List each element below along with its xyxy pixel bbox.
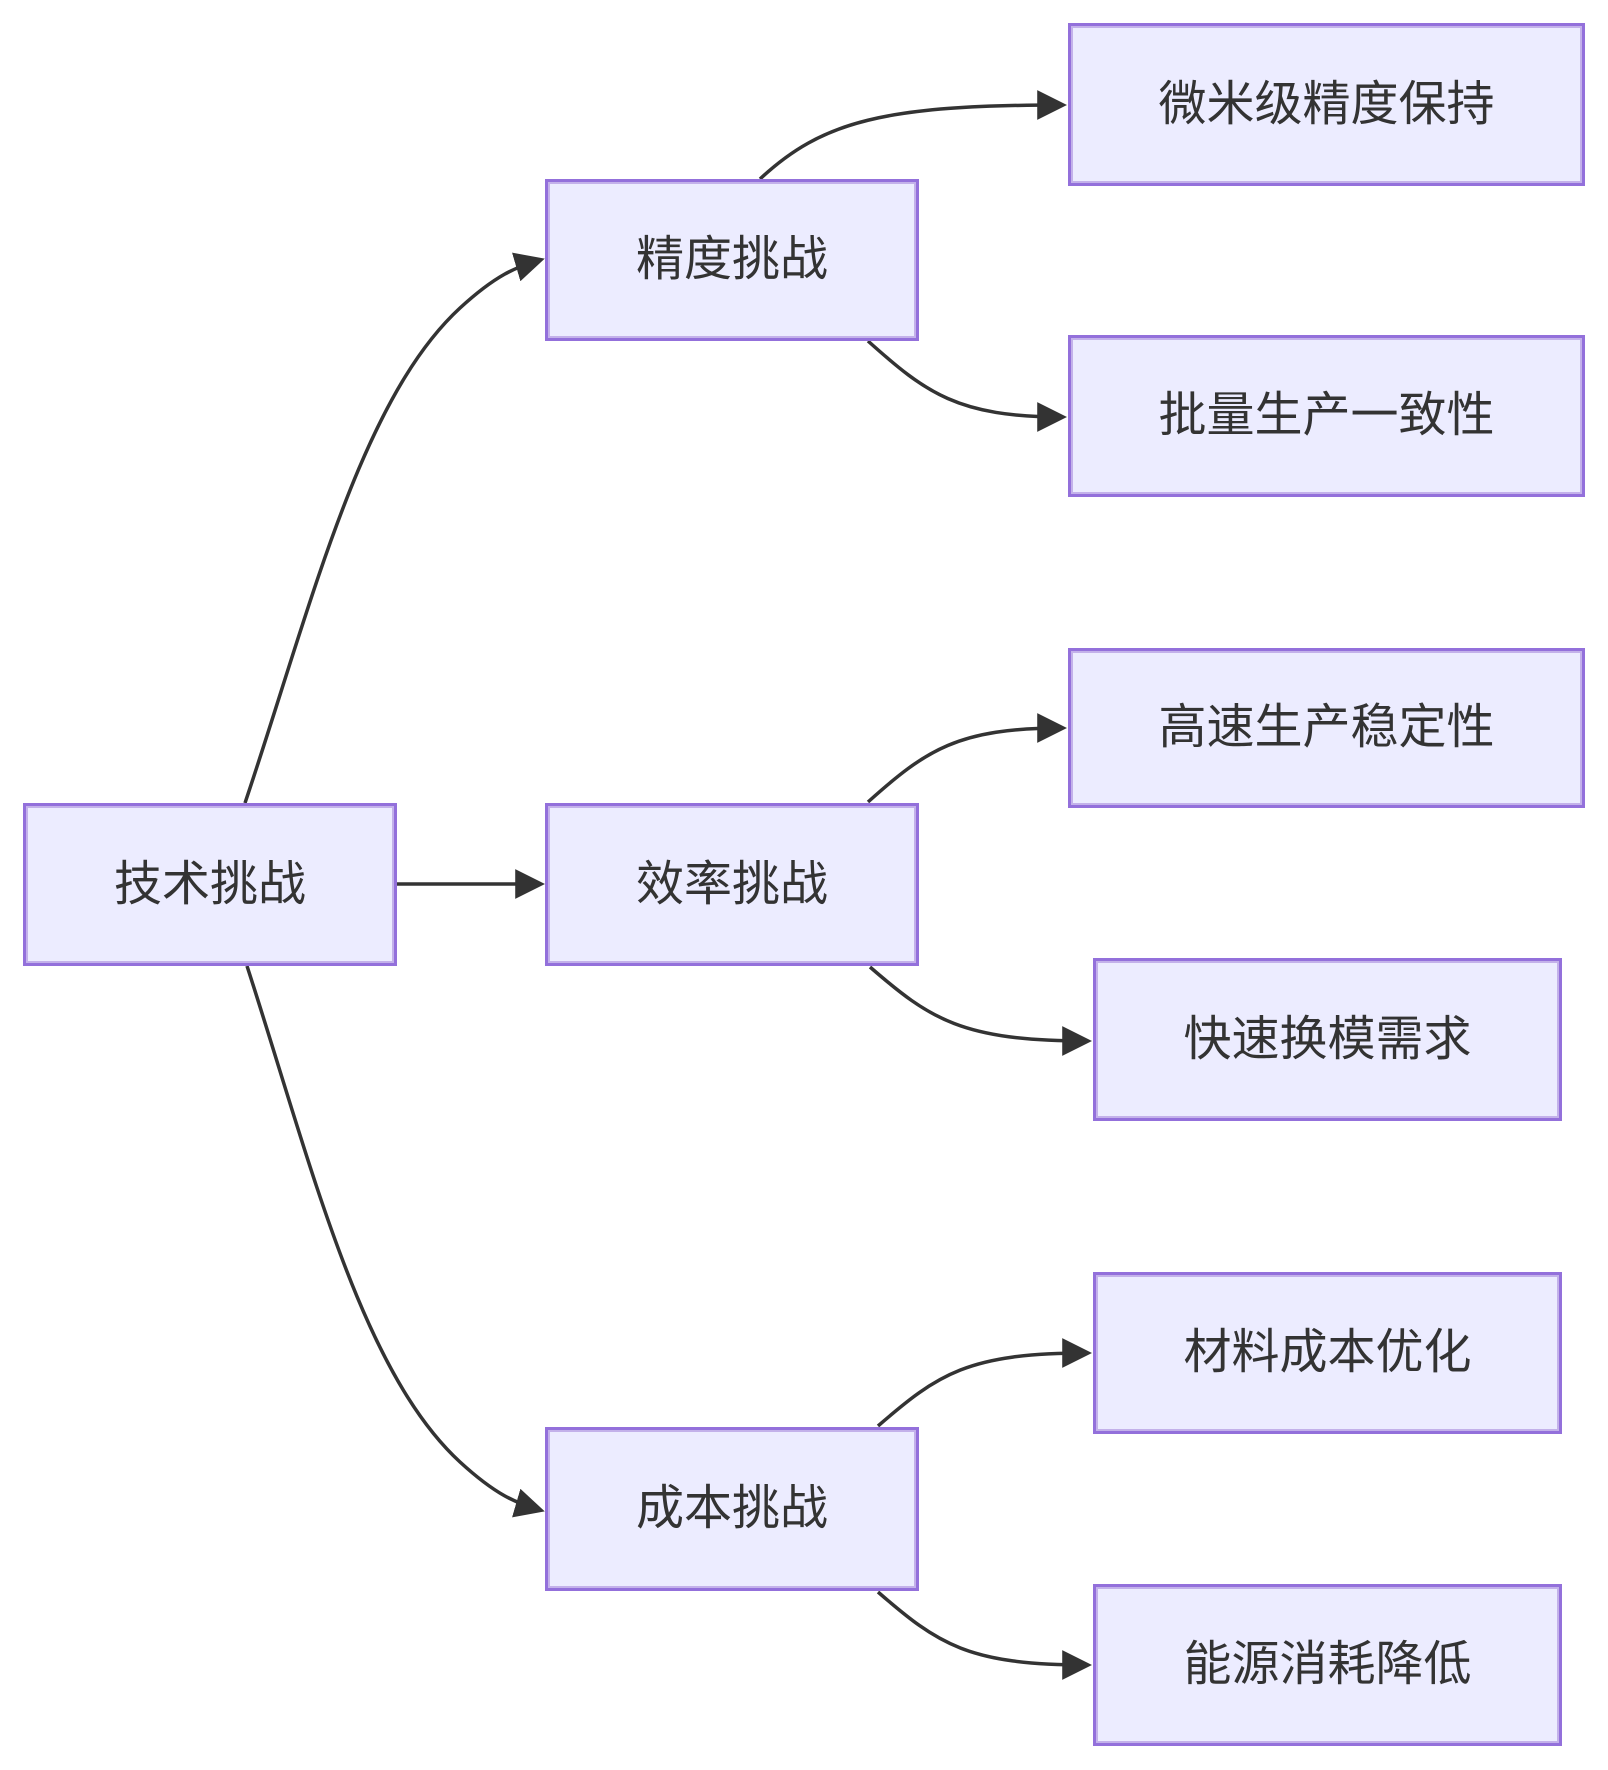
node-precision-challenge-label: 精度挑战 <box>635 233 828 286</box>
node-precision-challenge: 精度挑战 <box>545 179 919 341</box>
node-micron-precision-label: 微米级精度保持 <box>1158 77 1495 131</box>
edge-cost-to-energy <box>876 1590 1092 1680</box>
node-tech-challenge-label: 技术挑战 <box>113 857 306 911</box>
node-energy-reduction: 能源消耗降低 <box>1093 1584 1562 1746</box>
node-energy-reduction-label: 能源消耗降低 <box>1183 1638 1472 1691</box>
edge-precision-to-micron <box>758 90 1067 181</box>
node-batch-consistency: 批量生产一致性 <box>1068 335 1585 497</box>
node-material-cost-label: 材料成本优化 <box>1183 1326 1472 1379</box>
edge-cost-to-material <box>876 1338 1092 1428</box>
node-efficiency-challenge-label: 效率挑战 <box>635 857 828 911</box>
node-highspeed-stability-label: 高速生产稳定性 <box>1158 701 1495 754</box>
node-quick-changeover-label: 快速换模需求 <box>1183 1012 1472 1066</box>
node-micron-precision: 微米级精度保持 <box>1068 23 1585 186</box>
node-efficiency-challenge: 效率挑战 <box>545 803 919 966</box>
edge-root-to-precision <box>243 252 545 804</box>
node-batch-consistency-label: 批量生产一致性 <box>1158 389 1495 442</box>
node-tech-challenge: 技术挑战 <box>23 803 397 966</box>
edge-precision-to-batch <box>866 339 1067 432</box>
node-quick-changeover: 快速换模需求 <box>1093 958 1562 1121</box>
edge-root-to-cost <box>245 965 545 1518</box>
edge-efficiency-to-changeover <box>868 965 1092 1056</box>
node-material-cost: 材料成本优化 <box>1093 1272 1562 1434</box>
node-cost-challenge-label: 成本挑战 <box>635 1482 828 1535</box>
node-highspeed-stability: 高速生产稳定性 <box>1068 648 1585 808</box>
edge-efficiency-to-highspeed <box>866 713 1067 804</box>
node-cost-challenge: 成本挑战 <box>545 1427 919 1591</box>
